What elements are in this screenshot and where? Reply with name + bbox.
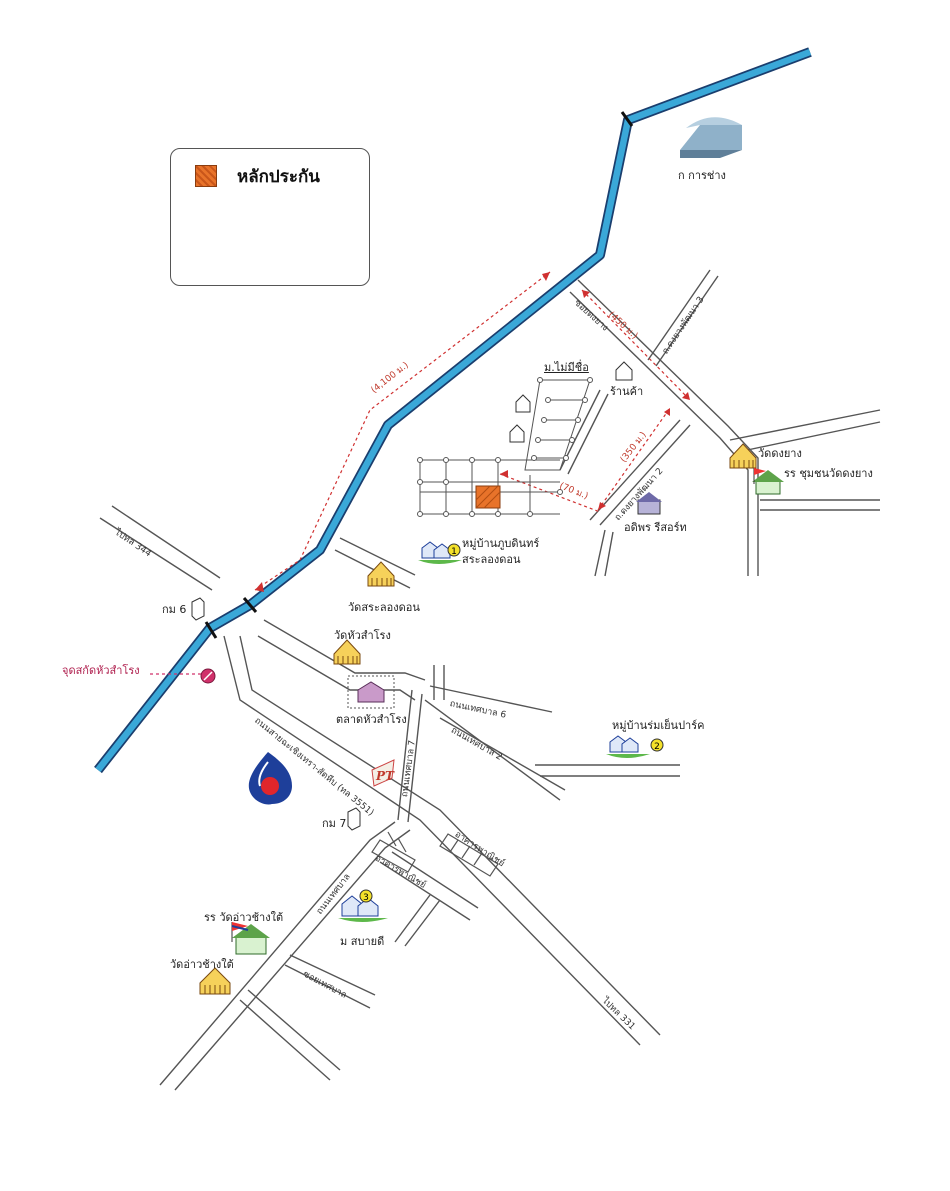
village-icons [338,541,650,922]
commercial-road-b [391,851,479,909]
shop-house-icon [615,361,633,381]
market-road-edge-a [257,635,416,701]
temple-road-b [334,549,411,589]
tessaban2-edge-a [439,717,566,791]
village-icon [338,895,388,922]
lower-road-a [239,999,331,1081]
house-icon [509,424,525,443]
badge-icon [650,738,664,752]
sabai-road-b [404,899,441,947]
collateral-hatch [475,485,501,509]
phatthana3-edge-b [655,275,719,367]
lower-road-b [247,989,341,1071]
irrigation-canal [94,47,812,774]
market-label: ตลาดหัวสำโรง [336,713,407,726]
km-post-icons [191,597,361,831]
wat-hua-samrong-label: วัดหัวสำโรง [334,629,391,642]
village-road-b [567,393,609,475]
resort-label: อดิพร รีสอร์ท [624,521,687,534]
legend-collateral-label: หลักประกัน [237,167,320,187]
phatthana3-edge-a [647,269,711,361]
distance-arrows [150,271,691,675]
side-road-a [289,954,376,996]
warehouse-icon [680,117,742,158]
market-icon [347,675,395,709]
house-icons [509,361,633,443]
temple-icon [367,561,395,587]
main-highway-edge-a [223,635,641,1046]
east-road-b [737,421,881,453]
warehouse-label: ก การช่าง [678,169,726,182]
km-post-icon [347,807,361,831]
village-icon [606,735,650,758]
school-dong-yang-label: รร ชุมชนวัดดงยาง [784,467,873,480]
badge-icon [447,543,461,557]
phatthana2-edge-a [589,419,681,521]
school-icon [231,922,270,955]
tessaban6-edge-b [429,685,553,713]
south-road-b [174,829,411,1091]
km6-label: กม 6 [162,603,187,616]
tessaban7-edge-b [407,693,423,823]
school-ao-chang-label: รร วัดอ่าวช้างใต้ [204,911,284,924]
phatthana2-edge-b [599,424,691,526]
village-2-label: หมู่บ้านร่มเย็นปาร์ค [612,719,705,732]
wat-sa-long-don-label: วัดสระลองดอน [348,601,420,614]
temple-icon [333,639,361,665]
school-icons [231,468,784,955]
phatthana2-south-b [604,531,614,577]
distance-450-line [581,289,691,401]
checkpoint-icon [200,668,216,684]
pt-sign-icon: PT [371,759,395,787]
arrowheads [255,272,690,592]
badge-1-number: 1 [451,547,457,557]
temple-icons [199,443,757,995]
km7-label: กม 7 [322,817,347,830]
temple-road-a [339,537,416,576]
plot-nodes [417,377,593,517]
commercial-road-a [379,861,471,921]
side-road-b [284,964,371,1009]
wat-ao-chang-label: วัดอ่าวช้างใต้ [170,958,234,971]
checkpoint-label: จุดสกัดหัวสำโรง [62,664,140,677]
wat-dong-yang-label: วัดดงยาง [758,447,802,460]
village-icon [418,541,462,564]
no-name-village-label: ม.ไม่มีชื่อ [544,361,589,374]
plot-grid [419,379,591,515]
km-post-icon [191,597,205,621]
pt-sign-text: PT [375,769,395,783]
road-344-edge-a [99,517,213,591]
sabai-village-label: ม สบายดี [340,935,385,948]
tessaban7-edge-a [397,689,413,821]
tessaban6-edge-a [424,699,561,801]
main-highway-edge-b [239,635,661,1036]
village-1-label-line2: สระลองดอน [462,553,521,566]
market-road-edge-b [263,619,426,681]
village-1-label-line1: หมู่บ้านภูบดินทร์ [462,537,540,550]
phatthana2-south-a [594,529,606,577]
map-legend: หลักประกัน [170,148,370,286]
collateral-swatch-icon [195,165,217,187]
house-icon [515,394,531,413]
road-344-edge-b [111,505,221,579]
distance-350-line [597,407,671,511]
shop-label: ร้านค้า [610,385,644,398]
temple-icon [729,443,757,469]
east-road-a [729,409,881,441]
sabai-road-a [394,894,431,943]
resort-icon [636,492,662,515]
temple-icon [199,967,231,995]
south-road-a [159,821,396,1086]
ptt-logo-icon [248,752,292,805]
number-badges: 1 2 3 [359,543,664,903]
school-icon [752,468,784,495]
badge-3-number: 3 [363,893,369,903]
commercial-blocks [371,831,499,877]
badge-icon [359,889,373,903]
badge-2-number: 2 [654,742,660,752]
